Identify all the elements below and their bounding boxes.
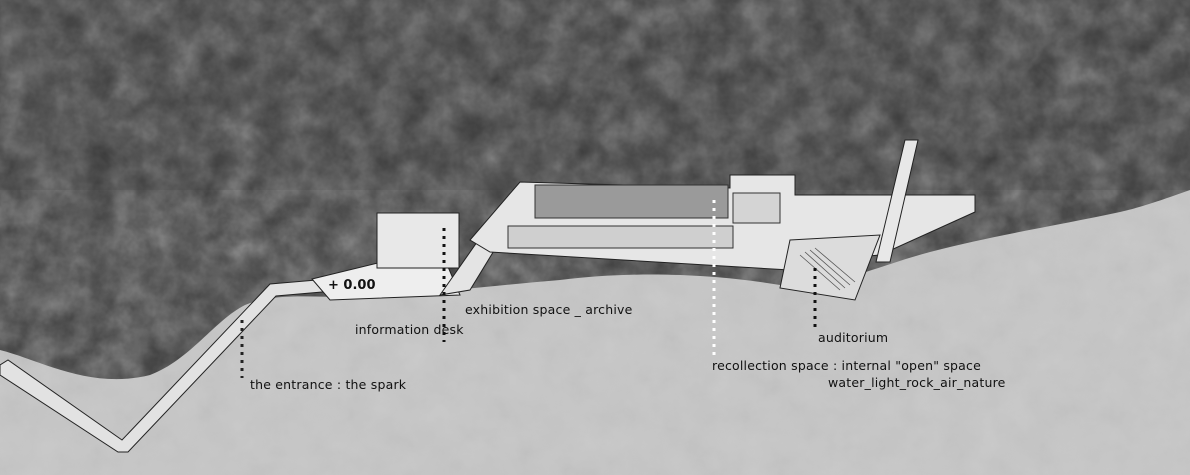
level-mark: + 0.00 <box>328 278 376 293</box>
label-auditorium: auditorium <box>818 330 889 345</box>
exhibition-hall <box>534 184 729 219</box>
label-recollection: recollection space : internal "open" spa… <box>712 358 982 373</box>
leader-lines <box>240 200 817 378</box>
grid-room <box>732 192 781 224</box>
label-information-desk: information desk <box>355 322 464 337</box>
label-entrance: the entrance : the spark <box>250 377 407 392</box>
north-tower <box>875 139 919 263</box>
archive-corridor <box>507 225 734 249</box>
information-desk-block <box>376 212 460 269</box>
label-exhibition: exhibition space _ archive <box>465 302 633 317</box>
label-elements: water_light_rock_air_nature <box>828 375 1006 390</box>
